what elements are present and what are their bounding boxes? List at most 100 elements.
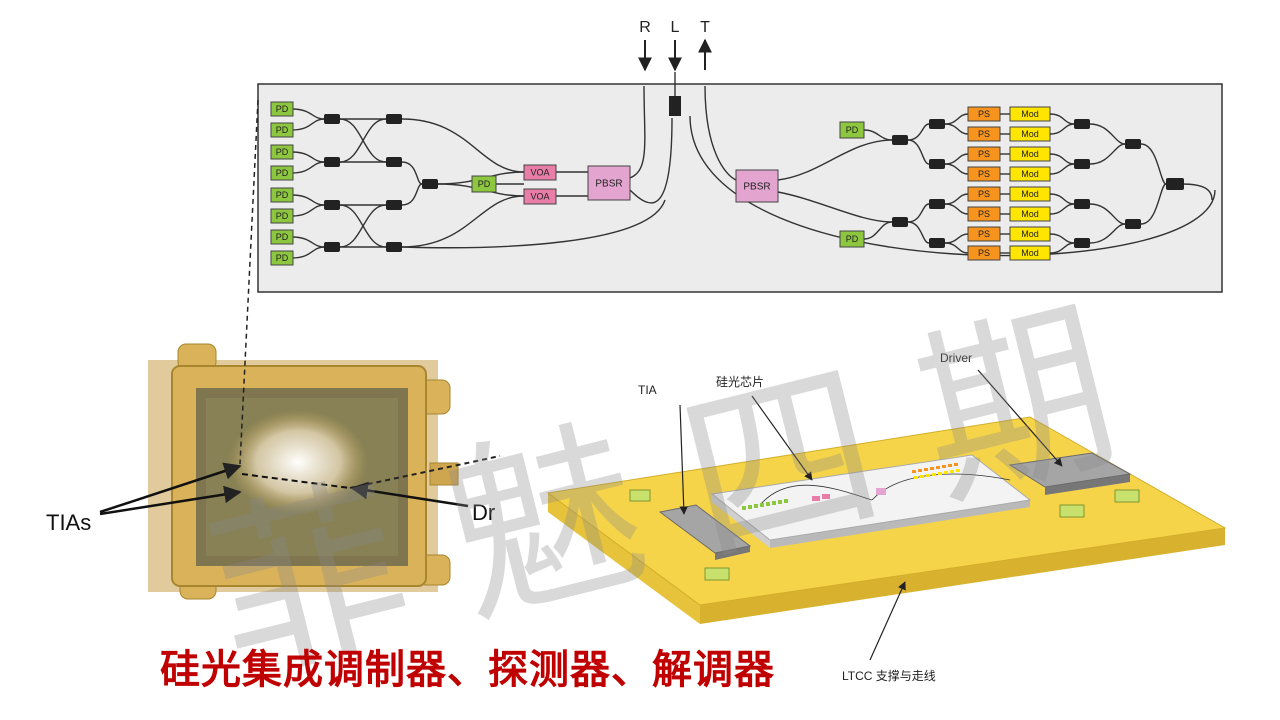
rx-pd-3-box (270, 144, 294, 160)
ltcc-leader (869, 581, 906, 661)
rx-pd-8-label: PD (276, 253, 289, 263)
tx-wire-pbsr-down (777, 191, 893, 223)
ltcc-side-front (700, 528, 1225, 624)
tx-mod-8: Mod (1009, 245, 1051, 261)
tx-wire-t (704, 85, 737, 181)
tx-coupler-a-1 (892, 135, 908, 145)
tx-mod-5: Mod (1009, 186, 1051, 202)
tx-coupler-b-4 (929, 238, 945, 248)
tx-wire-b2-dn (944, 163, 969, 175)
tx-wire-d2-e (1140, 183, 1167, 225)
rx-pd-2-label: PD (276, 125, 289, 135)
tias-label: TIAs (46, 510, 91, 535)
rx-coupler-b-2 (386, 157, 402, 167)
tia-leader (679, 404, 688, 515)
chip-art-pd-3 (754, 504, 758, 508)
tx-mod-4: Mod (1009, 166, 1051, 182)
chip-art-wire-1 (759, 484, 873, 506)
tx-coupler-d-2 (1125, 219, 1141, 229)
rx-voa-1-box (523, 164, 557, 181)
tx-ps-4: PS (967, 166, 1001, 182)
si-chip-side (770, 500, 1030, 548)
tx-wire-mod-c3-b (1049, 203, 1075, 215)
tx-wire-a1-b1 (907, 123, 930, 141)
rx-pd-7-box (270, 229, 294, 245)
rx-wire-c2-d (401, 195, 525, 248)
rx-pd-7: PD (270, 229, 294, 245)
tias-leader-2 (99, 485, 242, 516)
tx-mod-4-label: Mod (1021, 169, 1039, 179)
chip-art-ps-4 (930, 467, 934, 470)
chip-art-mod-6 (944, 471, 948, 474)
caption: 硅光集成调制器、探测器、解调器 (160, 647, 775, 693)
chip-art-pd-8 (784, 499, 788, 503)
tx-wire-pbsr-up (777, 139, 893, 181)
tx-wire-c3-d (1089, 203, 1126, 225)
tx-mod-2-label: Mod (1021, 129, 1039, 139)
package-dash (241, 473, 351, 489)
tx-ps-5-label: PS (978, 189, 990, 199)
rx-wire-pd-2 (291, 118, 325, 131)
tx-coupler-a-2 (892, 217, 908, 227)
chip-art-mod-3 (926, 474, 930, 477)
rx-pd-3: PD (270, 144, 294, 160)
rx-coupler-b-4 (386, 242, 402, 252)
tx-wire-pd1 (863, 129, 893, 141)
io-label-r: R (639, 19, 651, 36)
driver-label: Driver (940, 351, 972, 365)
tia-label: TIA (638, 383, 657, 397)
rx-pd-5-label: PD (276, 190, 289, 200)
package-glow (228, 410, 368, 514)
chip-art-mod-1 (914, 476, 918, 479)
tx-ps-8-label: PS (978, 248, 990, 258)
chip-art-pd-7 (778, 500, 782, 504)
tx-ps-8: PS (967, 245, 1001, 261)
tx-mod-7: Mod (1009, 226, 1051, 242)
chip-art-pd-5 (766, 502, 770, 506)
l-coupler (669, 96, 681, 116)
tx-wire-c4-d (1089, 223, 1126, 244)
rx-pd-4-label: PD (276, 168, 289, 178)
rx-voa-2: VOA (523, 188, 557, 205)
dr-leader (350, 481, 469, 508)
package-fiber-port (429, 462, 459, 486)
tx-ps-6: PS (967, 206, 1001, 222)
tx-wire-a1-b2 (907, 139, 930, 165)
rx-coupler-a-1 (324, 114, 340, 124)
tx-wire-pd2 (863, 221, 893, 240)
rx-coupler-a-3 (324, 200, 340, 210)
chip-art-ps-6 (942, 465, 946, 468)
tx-coupler-b-1 (929, 119, 945, 129)
tx-wire-d1-e (1140, 143, 1167, 185)
tx-ps-2: PS (967, 126, 1001, 142)
tx-wire-mod-c2-b (1049, 163, 1075, 175)
rx-voa-2-box (523, 188, 557, 205)
tx-ps-4-label: PS (978, 169, 990, 179)
chip-art-mod-2 (920, 475, 924, 478)
rx-pd-5-box (270, 187, 294, 203)
rx-wire-c2-c (401, 118, 525, 173)
rx-wire-pd-4 (291, 161, 325, 174)
rx-pbsr-box (587, 165, 631, 201)
tx-wire-b3-dn (944, 203, 969, 215)
tx-coupler-c-3 (1074, 199, 1090, 209)
rx-monitor-pd-label: PD (478, 179, 491, 189)
tx-coupler-c-1 (1074, 119, 1090, 129)
rx-pd-2: PD (270, 122, 294, 138)
ltcc-label: LTCC 支撑与走线 (842, 668, 936, 683)
rx-pd-6-label: PD (276, 211, 289, 221)
tx-wire-right (1181, 183, 1213, 201)
chip-art-mod-7 (950, 470, 954, 473)
rx-voa-1-label: VOA (530, 168, 549, 178)
tx-wire-c1-d (1089, 123, 1126, 145)
rx-wire-pbsr-r (629, 85, 646, 179)
rx-pd-1-label: PD (276, 104, 289, 114)
rx-pd-5: PD (270, 187, 294, 203)
tx-mod-7-label: Mod (1021, 229, 1039, 239)
smd-4 (1114, 489, 1140, 503)
tx-wire-a2-b3 (907, 203, 930, 223)
rx-voa-2-label: VOA (530, 192, 549, 202)
rx-pd-6: PD (270, 208, 294, 224)
rx-wire-cross-7 (339, 204, 387, 248)
